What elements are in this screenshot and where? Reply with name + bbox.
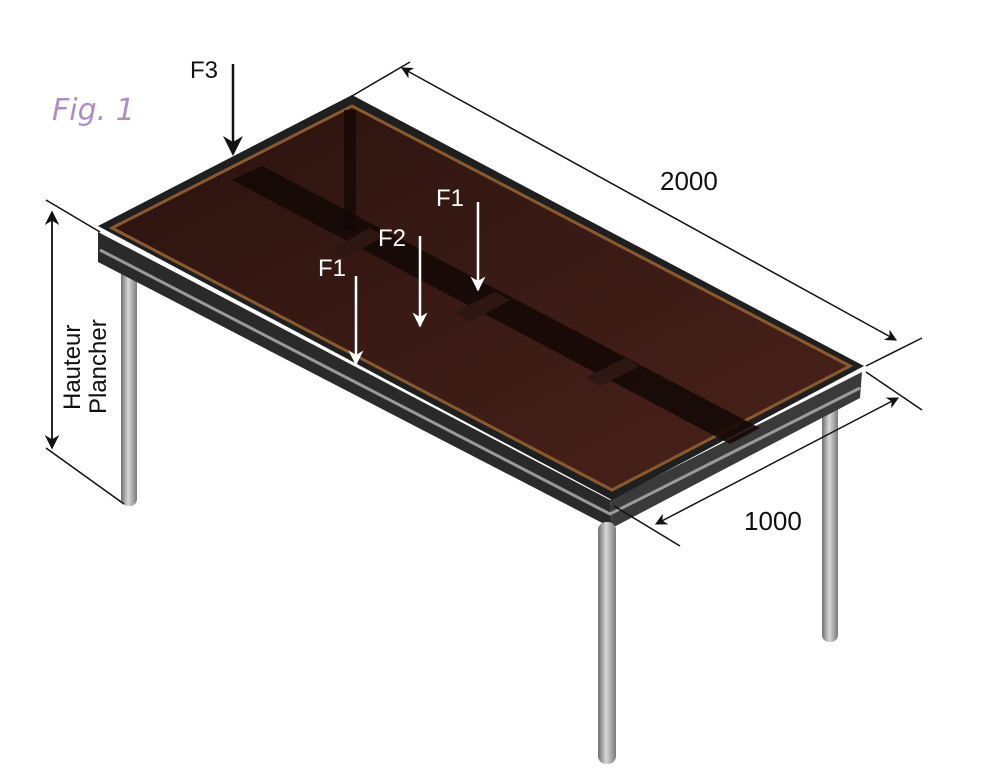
forces: F3 F1 F2 F1 [190,57,486,366]
dim-length-label: 2000 [660,166,718,196]
dim-width-label: 1000 [744,506,802,536]
force-f2-label: F2 [378,225,406,252]
dim-height-label-1: Hauteur [59,325,86,410]
dim-width-ext-top [865,371,923,411]
dim-length-ext-left [351,61,411,97]
leg-front [598,522,616,764]
dim-height-ext-bottom [45,447,125,505]
dim-length-arrow [400,67,898,341]
deck-beam-cross-1 [330,228,385,258]
force-f3-label: F3 [190,57,218,84]
dim-width-ext-bottom [613,505,681,547]
deck-beam-cross-3 [585,358,640,386]
force-f1-label-right: F1 [436,185,464,212]
deck-corner-post [344,110,356,230]
dimension-length: 2000 [351,61,923,367]
force-f1-label-left: F1 [318,255,346,282]
leg-back-left [121,262,137,506]
dim-length-ext-right [865,337,923,367]
figure-caption: Fig. 1 [52,93,135,128]
dim-width-arrow [654,397,900,525]
dim-height-ext-top [45,199,101,233]
dim-height-label-2: Plancher [85,319,112,414]
dimension-width: 1000 [613,371,923,547]
dimension-height: Hauteur Plancher [44,199,125,505]
frame-side-front-left [98,232,612,528]
leg-back-right [822,392,838,642]
